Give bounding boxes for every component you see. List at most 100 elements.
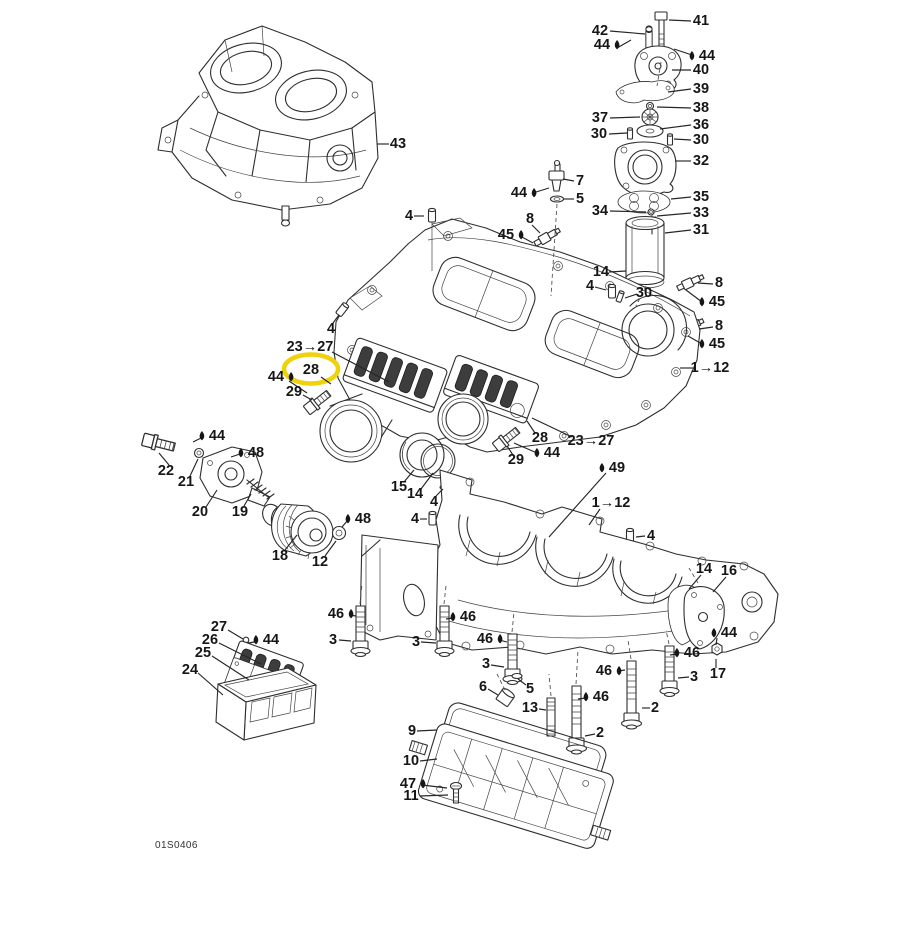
- part-label-17[interactable]: 17: [710, 666, 726, 682]
- part-label-45[interactable]: 45: [709, 336, 725, 352]
- part-label-44[interactable]: 44: [209, 428, 225, 444]
- part-label-5[interactable]: 5: [576, 191, 584, 207]
- part-label-11[interactable]: 11: [403, 788, 418, 804]
- oil-drop-icon: [518, 230, 524, 240]
- part-label-43[interactable]: 43: [390, 136, 406, 152]
- part-label-44[interactable]: 44: [721, 625, 737, 641]
- part-label-18[interactable]: 18: [272, 548, 288, 564]
- leader-line: [506, 445, 514, 456]
- leader-line: [243, 493, 252, 507]
- leader-line: [158, 452, 170, 466]
- part-label-12[interactable]: 12: [312, 554, 328, 570]
- part-label-8[interactable]: 8: [526, 211, 534, 227]
- part-label-45[interactable]: 45: [498, 227, 514, 243]
- leader-line: [205, 489, 218, 508]
- part-label-5[interactable]: 5: [526, 681, 534, 697]
- part-label-30[interactable]: 30: [636, 285, 652, 301]
- part-label-8[interactable]: 8: [715, 318, 723, 334]
- part-label-38[interactable]: 38: [693, 100, 709, 116]
- part-label-44[interactable]: 44: [511, 185, 527, 201]
- part-label-31[interactable]: 31: [693, 222, 709, 238]
- part-label-4[interactable]: 4: [430, 494, 438, 510]
- leader-line: [688, 574, 702, 590]
- part-label-23-27[interactable]: 23→27: [287, 339, 334, 355]
- leader-line: [609, 30, 646, 35]
- part-label-14[interactable]: 14: [593, 264, 609, 280]
- part-label-46[interactable]: 46: [328, 606, 344, 622]
- part-label-14[interactable]: 14: [407, 486, 423, 502]
- part-label-28[interactable]: 28: [532, 430, 548, 446]
- part-label-40[interactable]: 40: [693, 62, 709, 78]
- part-label-35[interactable]: 35: [693, 189, 709, 205]
- part-label-19[interactable]: 19: [232, 504, 248, 520]
- part-label-42[interactable]: 42: [592, 23, 608, 39]
- part-label-23-27[interactable]: 23→27: [568, 433, 615, 449]
- part-label-4[interactable]: 4: [411, 511, 419, 527]
- part-label-8[interactable]: 8: [715, 275, 723, 291]
- part-label-26[interactable]: 26: [202, 632, 218, 648]
- part-label-3[interactable]: 3: [482, 656, 490, 672]
- part-label-24[interactable]: 24: [182, 662, 198, 678]
- part-label-44[interactable]: 44: [268, 369, 284, 385]
- part-label-46[interactable]: 46: [460, 609, 476, 625]
- part-label-41[interactable]: 41: [693, 13, 709, 29]
- part-label-29[interactable]: 29: [508, 452, 524, 468]
- part-label-47[interactable]: 47: [400, 776, 416, 792]
- leader-line: [487, 688, 499, 696]
- part-label-33[interactable]: 33: [693, 205, 709, 221]
- part-label-7[interactable]: 7: [576, 173, 584, 189]
- part-label-36[interactable]: 36: [693, 117, 709, 133]
- leader-line: [715, 637, 718, 646]
- leader-line: [230, 453, 241, 458]
- part-label-48[interactable]: 48: [248, 445, 264, 461]
- part-label-46[interactable]: 46: [684, 645, 700, 661]
- part-label-37[interactable]: 37: [592, 110, 608, 126]
- part-label-16[interactable]: 16: [721, 563, 737, 579]
- part-label-2[interactable]: 2: [651, 700, 659, 716]
- part-label-4[interactable]: 4: [405, 208, 413, 224]
- part-label-13[interactable]: 13: [522, 700, 538, 716]
- part-label-29[interactable]: 29: [286, 384, 302, 400]
- part-label-44[interactable]: 44: [544, 445, 560, 461]
- part-label-46[interactable]: 46: [477, 631, 493, 647]
- part-label-30[interactable]: 30: [693, 132, 709, 148]
- part-label-30[interactable]: 30: [591, 126, 607, 142]
- leader-line: [288, 380, 308, 394]
- part-label-4[interactable]: 4: [327, 321, 335, 337]
- part-label-3[interactable]: 3: [412, 634, 420, 650]
- leader-line: [284, 534, 298, 551]
- part-label-1-12[interactable]: 1→12: [691, 360, 730, 376]
- part-label-49[interactable]: 49: [609, 460, 625, 476]
- part-label-34[interactable]: 34: [592, 203, 608, 219]
- part-label-4[interactable]: 4: [586, 278, 594, 294]
- part-label-10[interactable]: 10: [403, 753, 419, 769]
- part-label-46[interactable]: 46: [593, 689, 609, 705]
- part-label-6[interactable]: 6: [479, 679, 487, 695]
- part-label-15[interactable]: 15: [391, 479, 407, 495]
- part-label-27[interactable]: 27: [211, 619, 227, 635]
- part-label-48[interactable]: 48: [355, 511, 371, 527]
- leader-line: [656, 212, 692, 217]
- part-label-3[interactable]: 3: [690, 669, 698, 685]
- part-label-44[interactable]: 44: [263, 632, 279, 648]
- part-label-39[interactable]: 39: [693, 81, 709, 97]
- part-label-20[interactable]: 20: [192, 504, 208, 520]
- part-label-4[interactable]: 4: [647, 528, 655, 544]
- temp-sensor-group: [548, 159, 565, 203]
- part-label-21[interactable]: 21: [178, 474, 194, 490]
- part-label-25[interactable]: 25: [195, 645, 211, 661]
- part-label-22[interactable]: 22: [158, 463, 174, 479]
- part-label-32[interactable]: 32: [693, 153, 709, 169]
- leader-line: [712, 576, 727, 593]
- part-label-2[interactable]: 2: [596, 725, 604, 741]
- part-label-45[interactable]: 45: [709, 294, 725, 310]
- part-label-44[interactable]: 44: [699, 48, 715, 64]
- part-label-14[interactable]: 14: [696, 561, 712, 577]
- part-label-44[interactable]: 44: [594, 37, 610, 53]
- leader-line: [670, 196, 692, 200]
- part-label-3[interactable]: 3: [329, 632, 337, 648]
- part-label-28-highlighted[interactable]: 28: [303, 362, 319, 378]
- part-label-46[interactable]: 46: [596, 663, 612, 679]
- part-label-1-12[interactable]: 1→12: [592, 495, 631, 511]
- part-label-9[interactable]: 9: [408, 723, 416, 739]
